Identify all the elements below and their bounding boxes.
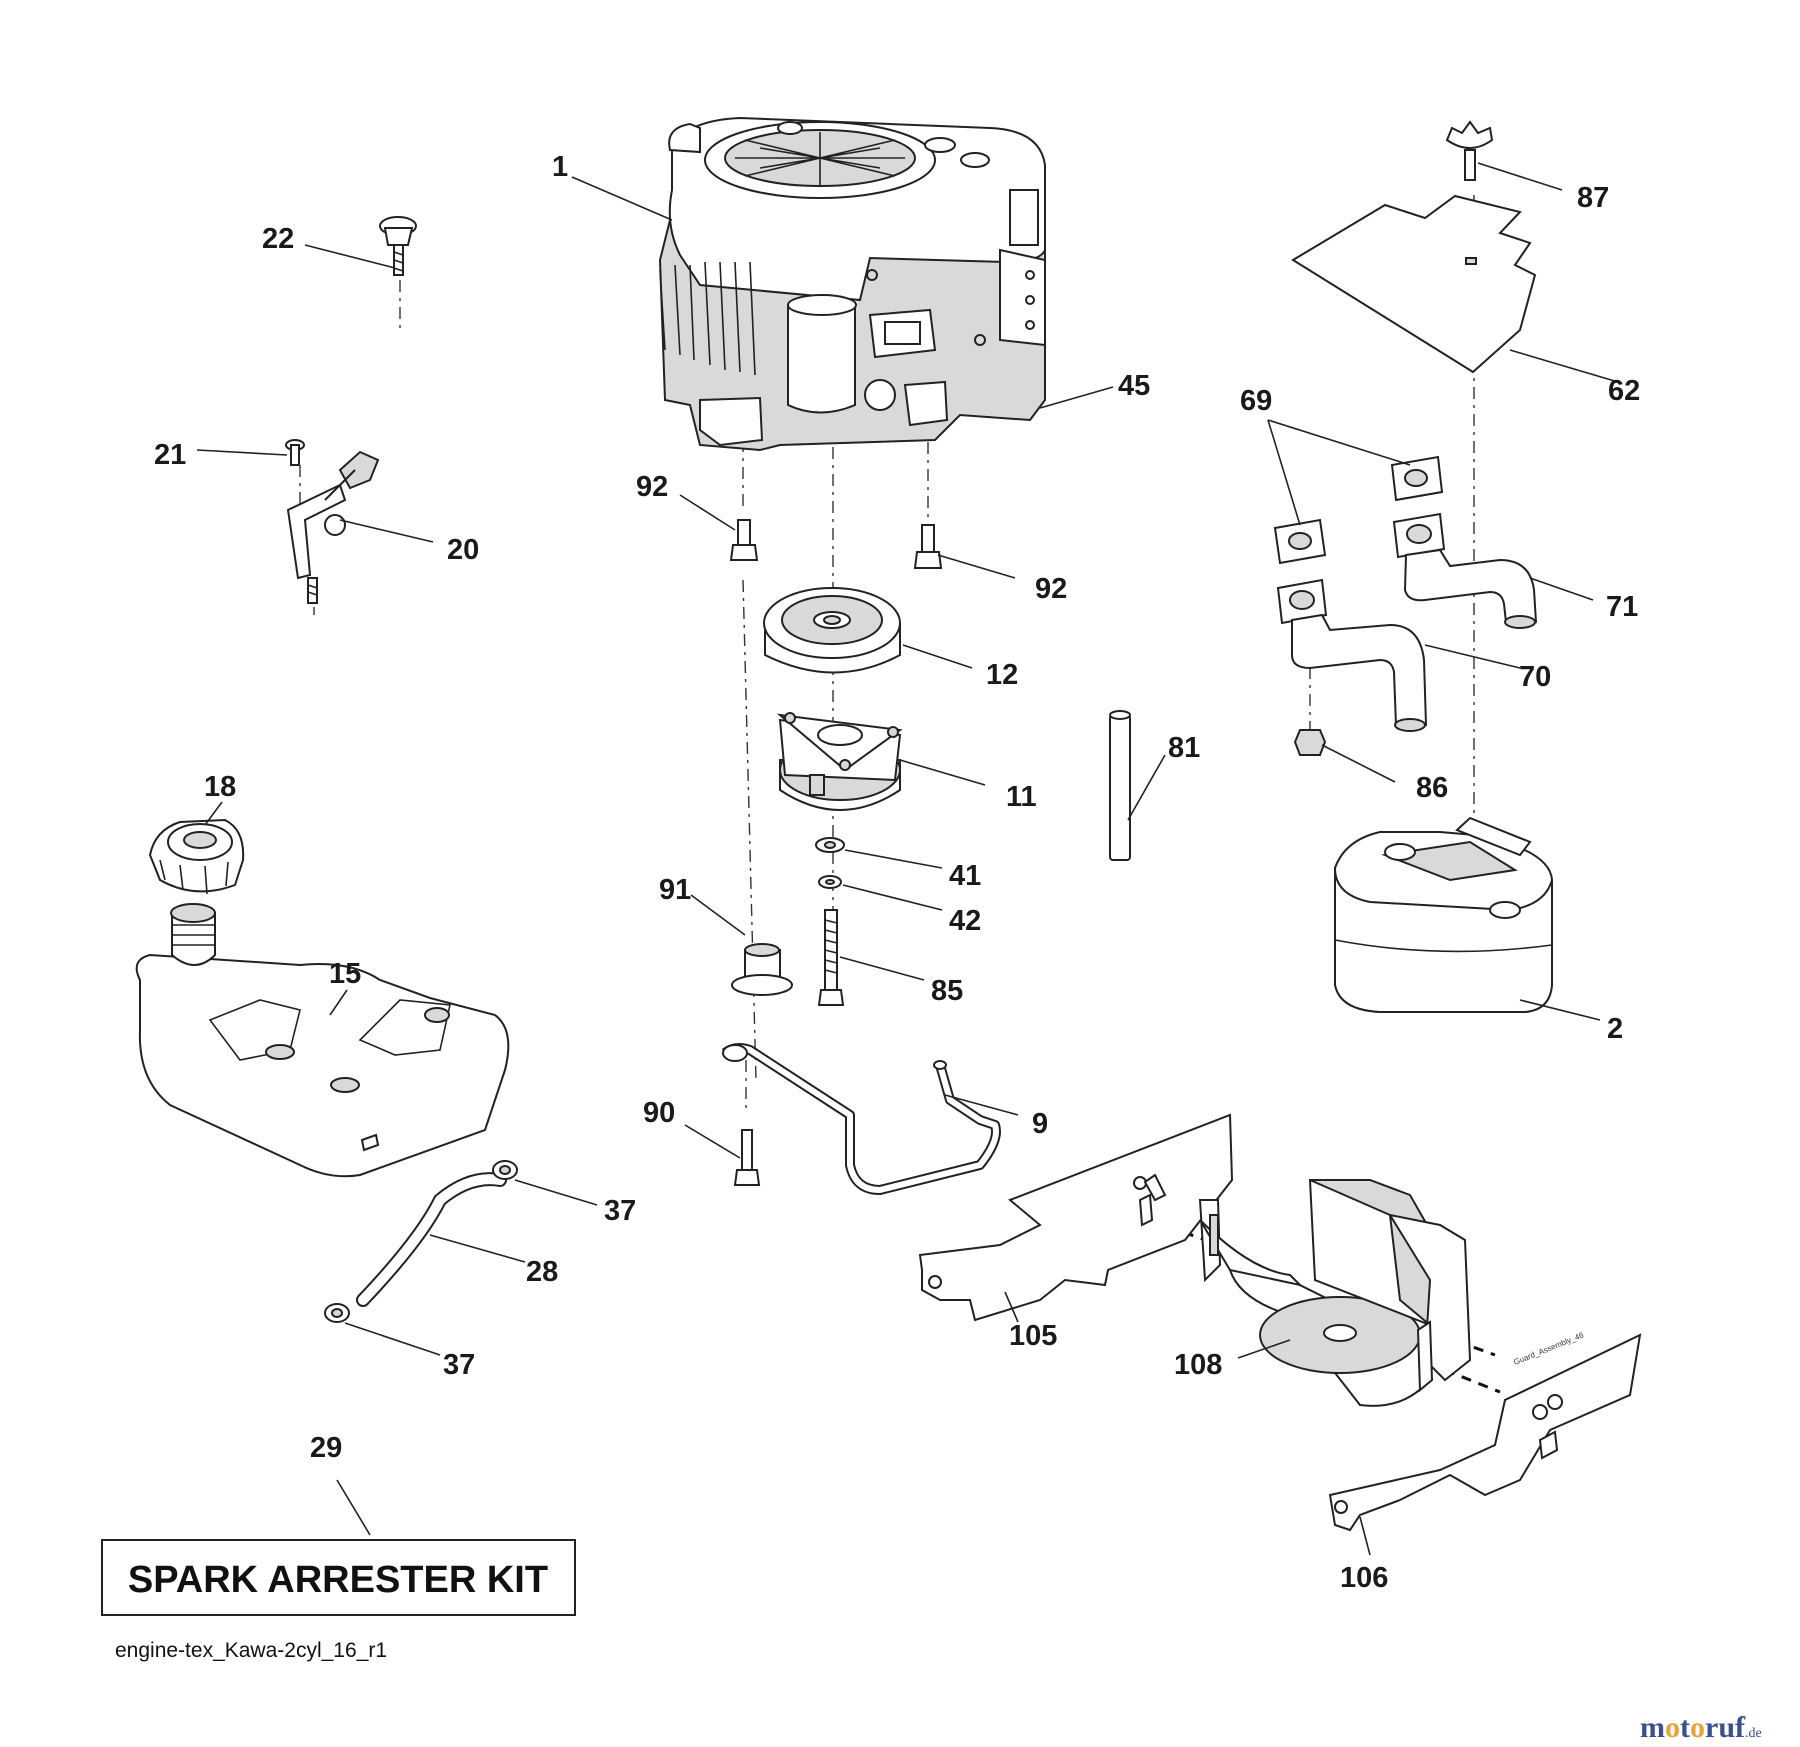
callout-108: 108: [1174, 1349, 1222, 1381]
bolt-90: [733, 1129, 761, 1186]
muffler: [1333, 816, 1554, 1013]
callout-20: 20: [447, 534, 479, 566]
callout-69: 69: [1240, 385, 1272, 417]
knob-87: [1445, 120, 1494, 181]
callout-11: 11: [1006, 781, 1037, 813]
callout-37-bottom: 37: [443, 1349, 475, 1381]
callout-90: 90: [643, 1097, 675, 1129]
callout-85: 85: [931, 975, 963, 1007]
bolt-92-left: [729, 519, 759, 561]
rod-81: [1109, 710, 1131, 861]
callout-71: 71: [1606, 591, 1638, 623]
callouts: 1 22 21 20 92 92 45 87 62 69 71 70 12 11…: [154, 151, 1640, 1594]
callout-87: 87: [1577, 182, 1609, 214]
heat-shield: [1291, 194, 1537, 374]
callout-2: 2: [1607, 1013, 1623, 1045]
callout-18: 18: [204, 771, 236, 803]
screw-21: [285, 439, 305, 466]
fuel-hose: [356, 1172, 507, 1307]
throttle-control-20: [286, 450, 380, 604]
choke-knob-22: [379, 216, 417, 276]
bolt-92-right: [913, 524, 943, 569]
callout-9: 9: [1032, 1108, 1048, 1140]
callout-41: 41: [949, 860, 981, 892]
kit-label: SPARK ARRESTER KIT: [128, 1559, 548, 1601]
gasket-69-left: [1273, 518, 1327, 565]
callout-21: 21: [154, 439, 186, 471]
callout-12: 12: [986, 659, 1018, 691]
callout-92-right: 92: [1035, 573, 1067, 605]
washer-42: [818, 875, 842, 889]
washer-41: [815, 837, 845, 853]
spacer-91: [731, 943, 793, 996]
bracket-105: [918, 1113, 1234, 1322]
exhaust-pipe-71: [1392, 512, 1538, 629]
exhaust-pipe-70: [1276, 578, 1428, 732]
link-rod-9: [721, 1043, 1001, 1195]
callout-22: 22: [262, 223, 294, 255]
callout-70: 70: [1519, 661, 1551, 693]
callout-45: 45: [1118, 370, 1150, 402]
fuel-cap: [148, 818, 245, 895]
callout-15: 15: [329, 958, 361, 990]
callout-62: 62: [1608, 375, 1640, 407]
spark-arrester-kit: SPARK ARRESTER KIT: [101, 1539, 576, 1616]
hose-clamp-37-bottom: [324, 1303, 350, 1323]
callout-29: 29: [310, 1432, 342, 1464]
callout-37-top: 37: [604, 1195, 636, 1227]
callout-106: 106: [1340, 1562, 1388, 1594]
leader-lines: [196, 162, 1619, 1556]
belt-guard-108: [1198, 1179, 1472, 1407]
callout-81: 81: [1168, 732, 1200, 764]
pto-clutch: [776, 712, 903, 811]
callout-105: 105: [1009, 1320, 1057, 1352]
hose-clamp-37-top: [492, 1160, 518, 1180]
fuel-tank: [135, 903, 510, 1178]
engine: [658, 116, 1046, 452]
callout-92-left: 92: [636, 471, 668, 503]
bolt-85: [817, 909, 845, 1006]
svg-text:motoruf.de: motoruf.de: [1640, 1711, 1762, 1744]
nut-86: [1293, 729, 1327, 756]
drawing-filename: engine-tex_Kawa-2cyl_16_r1: [115, 1639, 387, 1662]
callout-28: 28: [526, 1256, 558, 1288]
watermark-logo: motoruf.de: [1640, 1711, 1762, 1744]
callout-91: 91: [659, 874, 691, 906]
pulley: [763, 587, 901, 674]
callout-86: 86: [1416, 772, 1448, 804]
callout-1: 1: [552, 151, 568, 183]
gasket-69-right: [1390, 455, 1444, 502]
callout-42: 42: [949, 905, 981, 937]
bracket-stamp: Guard_Assembly_46: [1512, 1330, 1585, 1367]
